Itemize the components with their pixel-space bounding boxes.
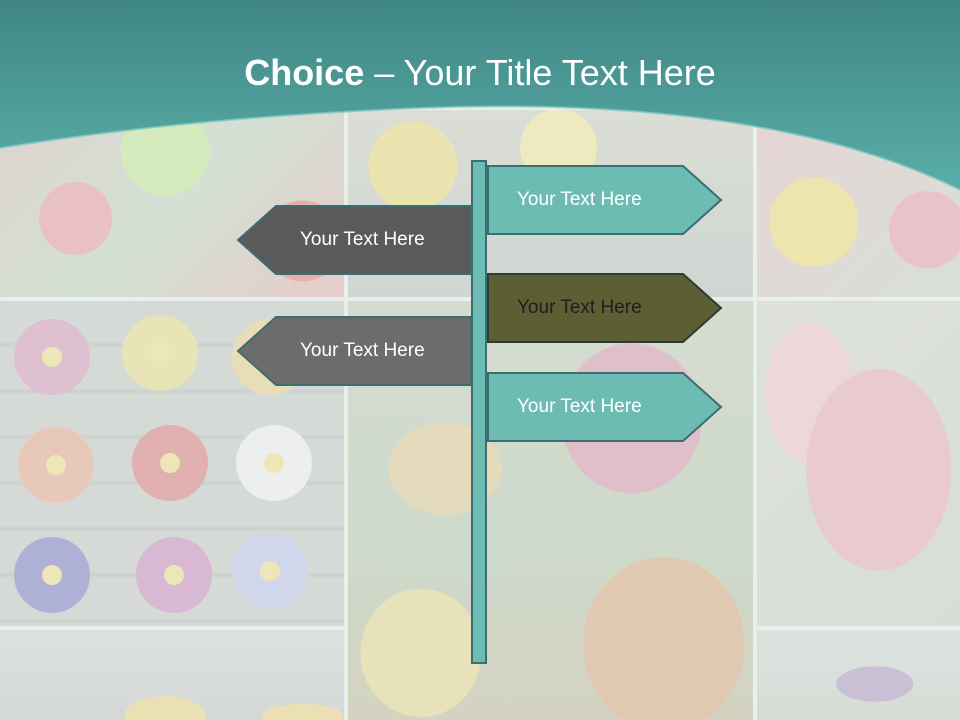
photo-tile-candles — [0, 630, 344, 720]
sign-3[interactable]: Your Text Here — [487, 273, 723, 343]
title-strong: Choice — [244, 52, 365, 93]
title-rest: – Your Title Text Here — [364, 52, 716, 93]
sign-4[interactable]: Your Text Here — [236, 316, 472, 386]
slide-title: Choice – Your Title Text Here — [0, 52, 960, 94]
sign-5[interactable]: Your Text Here — [487, 372, 723, 442]
sign-arrow-right-icon — [487, 165, 723, 235]
sign-2-label: Your Text Here — [300, 229, 425, 250]
sign-4-label: Your Text Here — [300, 340, 425, 361]
sign-arrow-left-icon — [236, 205, 472, 275]
photo-tile-tulips — [757, 301, 960, 626]
sign-arrow-right-icon — [487, 273, 723, 343]
header-band — [0, 0, 960, 200]
sign-arrow-right-icon — [487, 372, 723, 442]
sign-arrow-left-icon — [236, 316, 472, 386]
sign-5-label: Your Text Here — [517, 396, 642, 417]
sign-1-label: Your Text Here — [517, 189, 642, 210]
sign-2[interactable]: Your Text Here — [236, 205, 472, 275]
sign-1[interactable]: Your Text Here — [487, 165, 723, 235]
sign-3-label: Your Text Here — [517, 297, 642, 318]
photo-tile-hyacinth — [757, 630, 960, 720]
signpost-pole — [471, 160, 487, 664]
